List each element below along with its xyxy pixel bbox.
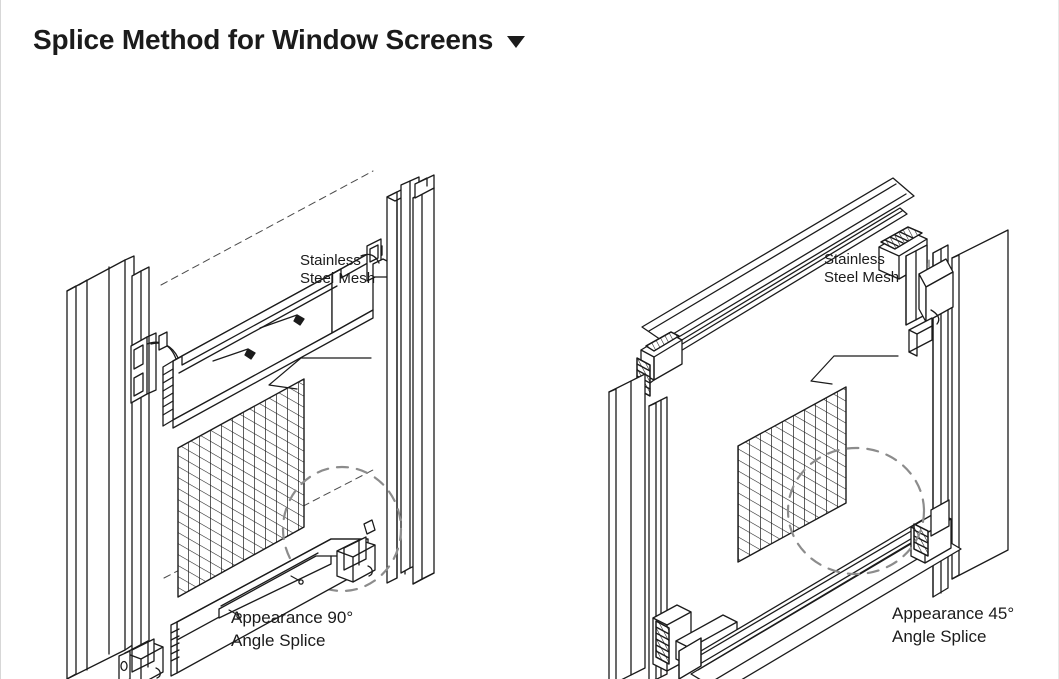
callout-circle-right: [786, 446, 926, 576]
caption-left-line1: Appearance 90°: [231, 608, 353, 627]
mesh-leader-line: [268, 357, 372, 390]
stainless-steel-mesh-panel-90: [177, 378, 305, 598]
left-vertical-profile-inner: [131, 266, 150, 665]
stainless-steel-mesh-panel-45: [737, 386, 847, 563]
technical-drawing-canvas: Stainless Steel Mesh Appearance 90° Angl…: [1, 78, 1058, 679]
mesh-label-left-line1: Stainless: [300, 252, 361, 269]
mesh-label-right-line1: Stainless: [824, 251, 885, 268]
caption-right-line2: Angle Splice: [892, 627, 987, 646]
corner-connector-bottom-right: [336, 519, 376, 583]
mitre-corner-bottom-right: [910, 499, 952, 564]
mesh-leader-line-right: [810, 355, 899, 385]
chevron-down-icon[interactable]: [507, 36, 526, 48]
mesh-label-left-line2: Steel Mesh: [300, 270, 375, 287]
callout-circle-left: [281, 465, 403, 593]
page-title-bar: Splice Method for Window Screens: [33, 24, 526, 55]
bottom-rail-profile: [170, 538, 369, 677]
diagram-right-45-degree: Stainless Steel Mesh Appearance 45° Angl…: [608, 177, 1014, 679]
caption-right-line1: Appearance 45°: [892, 604, 1014, 623]
left-vertical-stile-45: [608, 373, 668, 679]
mesh-label-right-line2: Steel Mesh: [824, 269, 899, 286]
top-rail-profile: [162, 245, 383, 429]
page-title: Splice Method for Window Screens: [33, 24, 494, 55]
screw-fastener-upper: [259, 314, 305, 329]
screw-fastener-lower: [212, 348, 256, 362]
diagram-left-90-degree: Stainless Steel Mesh Appearance 90° Angl…: [66, 170, 435, 679]
corner-bracket-top-right: [360, 238, 392, 282]
right-vertical-profile-front: [412, 174, 435, 585]
corner-connector-bottom-left: [118, 638, 164, 679]
caption-left-line2: Angle Splice: [231, 631, 326, 650]
left-vertical-profile-outer: [66, 255, 135, 679]
top-rail-45: [641, 177, 915, 356]
bottom-rail-45: [678, 519, 962, 679]
